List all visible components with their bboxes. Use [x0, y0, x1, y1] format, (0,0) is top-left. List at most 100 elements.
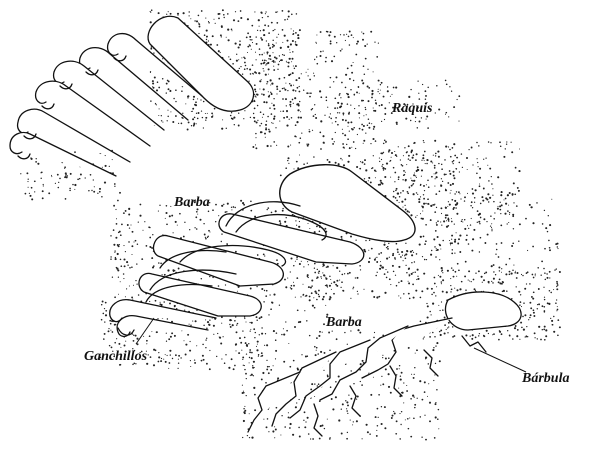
stipple-dot	[322, 425, 324, 427]
stipple-dot	[478, 145, 480, 147]
stipple-dot	[429, 402, 431, 404]
stipple-dot	[116, 218, 117, 219]
stipple-dot	[438, 305, 439, 306]
stipple-dot	[384, 168, 386, 170]
stipple-dot	[426, 184, 427, 185]
stipple-dot	[445, 214, 447, 216]
stipple-dot	[308, 93, 309, 94]
stipple-dot	[556, 299, 557, 300]
stipple-dot	[435, 112, 436, 113]
stipple-dot	[453, 143, 455, 145]
stipple-dot	[478, 221, 480, 223]
stipple-dot	[328, 34, 330, 36]
stipple-dot	[278, 78, 280, 80]
stipple-dot	[411, 374, 412, 375]
stipple-dot	[230, 326, 232, 328]
stipple-dot	[441, 301, 442, 302]
stipple-dot	[556, 310, 557, 311]
stipple-dot	[312, 305, 314, 307]
stipple-dot	[404, 174, 405, 175]
stipple-dot	[304, 426, 306, 428]
stipple-dot	[153, 349, 155, 351]
stipple-dot	[343, 34, 345, 36]
stipple-dot	[400, 256, 402, 258]
stipple-dot	[263, 101, 265, 103]
stipple-dot	[478, 270, 480, 272]
stipple-dot	[288, 16, 290, 18]
stipple-dot	[382, 183, 384, 185]
stipple-dot	[420, 213, 421, 214]
stipple-dot	[308, 75, 309, 76]
stipple-dot	[453, 160, 455, 162]
stipple-dot	[516, 286, 517, 287]
stipple-dot	[118, 343, 120, 345]
stipple-dot	[207, 321, 209, 323]
stipple-dot	[351, 128, 352, 129]
stipple-dot	[215, 221, 216, 222]
stipple-dot	[245, 321, 246, 322]
stipple-dot	[283, 87, 285, 89]
stipple-dot	[344, 332, 345, 333]
stipple-dot	[268, 25, 270, 27]
stipple-dot	[331, 398, 333, 400]
stipple-dot	[488, 180, 490, 182]
stipple-dot	[362, 129, 364, 131]
stipple-dot	[437, 220, 439, 222]
stipple-dot	[289, 366, 291, 368]
stipple-dot	[51, 175, 52, 176]
stipple-dot	[341, 409, 342, 410]
stipple-dot	[244, 110, 245, 111]
stipple-dot	[263, 88, 265, 90]
stipple-dot	[322, 298, 324, 300]
stipple-dot	[508, 205, 509, 206]
stipple-dot	[323, 323, 325, 325]
stipple-dot	[432, 204, 434, 206]
stipple-dot	[165, 218, 166, 219]
stipple-dot	[281, 334, 282, 335]
stipple-dot	[384, 242, 385, 243]
stipple-dot	[274, 108, 276, 110]
stipple-dot	[141, 258, 143, 260]
stipple-dot	[205, 319, 206, 320]
stipple-dot	[266, 51, 268, 53]
stipple-dot	[48, 192, 50, 194]
stipple-dot	[383, 244, 385, 246]
stipple-dot	[124, 265, 126, 267]
stipple-dot	[393, 191, 394, 192]
stipple-dot	[276, 42, 277, 43]
stipple-dot	[416, 279, 417, 280]
stipple-dot	[504, 199, 505, 200]
stipple-dot	[557, 319, 559, 321]
stipple-dot	[508, 222, 509, 223]
stipple-dot	[400, 424, 401, 425]
stipple-dot	[356, 399, 357, 400]
stipple-dot	[261, 327, 262, 328]
stipple-dot	[252, 367, 254, 369]
stipple-dot	[97, 193, 98, 194]
stipple-dot	[299, 221, 300, 222]
stipple-dot	[201, 278, 202, 279]
stipple-dot	[325, 278, 327, 280]
stipple-dot	[290, 101, 292, 103]
stipple-dot	[349, 78, 351, 80]
stipple-dot	[439, 331, 440, 332]
stipple-dot	[298, 142, 300, 144]
stipple-dot	[375, 171, 376, 172]
stipple-dot	[337, 107, 339, 109]
stipple-dot	[188, 121, 190, 123]
lower-barb	[248, 292, 521, 436]
stipple-dot	[427, 199, 428, 200]
stipple-dot	[449, 240, 450, 241]
stipple-dot	[415, 175, 416, 176]
stipple-dot	[303, 284, 304, 285]
stipple-dot	[251, 25, 253, 27]
stipple-dot	[357, 395, 359, 397]
stipple-dot	[261, 288, 263, 290]
stipple-dot	[519, 149, 520, 150]
stipple-dot	[443, 220, 445, 222]
stipple-dot	[254, 108, 256, 110]
stipple-dot	[255, 52, 256, 53]
stipple-dot	[331, 138, 333, 140]
stipple-dot	[279, 55, 280, 56]
stipple-dot	[544, 339, 546, 341]
